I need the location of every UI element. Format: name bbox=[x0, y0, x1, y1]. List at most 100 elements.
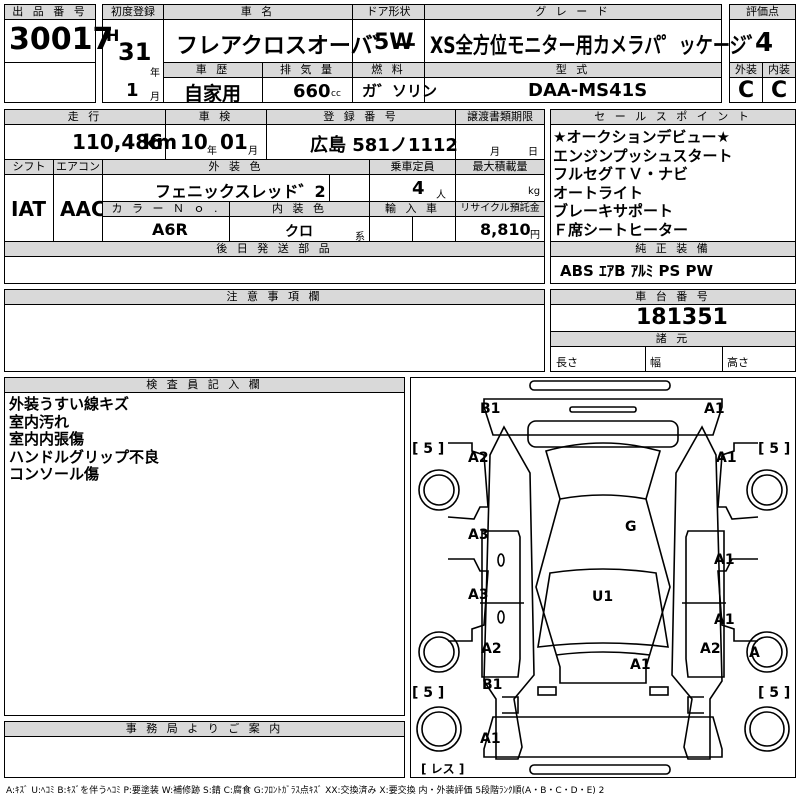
spare-tire: [ レス ] bbox=[421, 762, 465, 776]
year-unit: 年 bbox=[150, 68, 160, 79]
plate-number: 広島 581ノ1112 bbox=[310, 135, 458, 156]
car-body-diagram bbox=[416, 380, 790, 775]
interior-color: クロ bbox=[285, 224, 313, 240]
exterior-color: フェニックスレッド゛2 bbox=[155, 182, 326, 201]
sales-point: ブレーキサポート bbox=[553, 202, 674, 220]
shift-label: シフト bbox=[4, 159, 54, 175]
damage-mark: A1 bbox=[714, 552, 735, 568]
exterior-grade: C bbox=[738, 78, 755, 103]
damage-mark: A3 bbox=[468, 587, 489, 603]
mileage-unit: km bbox=[143, 130, 178, 154]
grade-text: XS全方位モニター用カメラパ゜ッケージ゛ bbox=[430, 34, 764, 59]
model-label: 型 式 bbox=[424, 62, 722, 78]
exterior-color-extra-cell bbox=[329, 174, 370, 202]
transfer-month-unit: 月 bbox=[490, 147, 500, 158]
specs-label: 諸 元 bbox=[550, 331, 796, 347]
inspection-month-unit: 月 bbox=[248, 146, 258, 157]
history-label: 車 歴 bbox=[163, 62, 263, 78]
equipment-label: 純 正 装 備 bbox=[550, 241, 796, 257]
later-shipped-parts-box bbox=[4, 256, 545, 284]
car-name-label: 車 名 bbox=[163, 4, 353, 20]
registration-month: 1 bbox=[126, 80, 139, 101]
damage-mark: A1 bbox=[630, 657, 651, 673]
lot-number-label: 出 品 番 号 bbox=[4, 4, 96, 20]
sales-points-list: ★オークションデビュー★ エンジンプッシュスタート フルセグＴＶ・ナビ オートラ… bbox=[553, 128, 733, 239]
month-unit: 月 bbox=[150, 92, 160, 103]
mileage: 110,486 bbox=[72, 130, 164, 154]
width-label: 幅 bbox=[650, 356, 661, 369]
fuel-label: 燃 料 bbox=[352, 62, 425, 78]
registration-year: 31 bbox=[118, 38, 152, 66]
height-cell bbox=[722, 346, 796, 372]
sales-point: Ｆ席シートヒーター bbox=[553, 220, 689, 239]
inspector-comment: 室内汚れ bbox=[9, 412, 70, 431]
chassis-number: 181351 bbox=[636, 305, 728, 330]
lot-number: 30017 bbox=[9, 22, 114, 57]
length-label: 長さ bbox=[556, 356, 578, 369]
import-cell-a bbox=[369, 216, 413, 242]
office-notice-box bbox=[4, 736, 405, 778]
door-label: ドア形状 bbox=[352, 4, 425, 20]
door-type: 5W bbox=[374, 30, 414, 55]
later-shipped-parts-label: 後 日 発 送 部 品 bbox=[4, 241, 545, 257]
lot-blank-cell bbox=[4, 62, 96, 103]
inspection-month: 01 bbox=[220, 130, 248, 154]
capacity: 4 bbox=[412, 178, 425, 199]
max-load-unit: kg bbox=[528, 186, 541, 197]
era: H bbox=[106, 26, 120, 45]
damage-mark: A bbox=[749, 645, 760, 661]
inspector-label: 検 査 員 記 入 欄 bbox=[4, 377, 405, 393]
grade-label: グ レ ー ド bbox=[424, 4, 722, 20]
damage-mark: A2 bbox=[481, 641, 502, 657]
equipment-box bbox=[550, 256, 796, 284]
capacity-unit: 人 bbox=[436, 190, 446, 201]
damage-mark: B1 bbox=[482, 677, 503, 693]
inspector-comment: 外装うすい線キズ bbox=[9, 395, 130, 413]
exterior-grade-label: 外装 bbox=[729, 62, 763, 78]
tire-left-rear: [ 5 ] bbox=[412, 685, 445, 701]
damage-mark: A1 bbox=[480, 731, 501, 747]
damage-mark: A3 bbox=[468, 527, 489, 543]
color-number-label: カ ラ ー Ｎ ｏ . bbox=[102, 201, 230, 217]
import-cell-b bbox=[412, 216, 456, 242]
displacement: 660 bbox=[293, 81, 331, 102]
displacement-unit: cc bbox=[331, 89, 341, 99]
air-conditioner: AAC bbox=[60, 197, 106, 221]
sales-point: フルセグＴＶ・ナビ bbox=[553, 165, 689, 183]
tire-right-rear: [ 5 ] bbox=[758, 685, 791, 701]
office-notice-label: 事 務 局 よ り ご 案 内 bbox=[4, 721, 405, 737]
legend: A:ｷｽﾞ U:ﾍｺﾐ B:ｷｽﾞを伴うﾍｺﾐ P:要塗装 W:補修跡 S:錆 … bbox=[6, 786, 605, 796]
interior-grade-label: 内装 bbox=[762, 62, 796, 78]
caution-label: 注 意 事 項 欄 bbox=[4, 289, 545, 305]
history: 自家用 bbox=[184, 83, 242, 105]
transfer-deadline-label: 譲渡書類期限 bbox=[455, 109, 545, 125]
damage-mark: A1 bbox=[704, 401, 725, 417]
inspection-label: 車 検 bbox=[165, 109, 267, 125]
recycle-fee: 8,810 bbox=[480, 220, 531, 239]
damage-mark: A2 bbox=[468, 450, 489, 466]
height-label: 高さ bbox=[727, 356, 749, 369]
score: 4 bbox=[755, 28, 774, 58]
displacement-label: 排 気 量 bbox=[262, 62, 353, 78]
sales-point: ★オークションデビュー★ bbox=[553, 128, 730, 146]
sales-points-label: セ ー ル ス ポ イ ン ト bbox=[550, 109, 796, 125]
car-diagram-frame bbox=[410, 377, 796, 778]
tire-left-front: [ 5 ] bbox=[412, 441, 445, 457]
inspector-comment: コンソール傷 bbox=[9, 465, 100, 483]
shift: IAT bbox=[11, 197, 47, 221]
grade: XS全方位モニター用カメラパ゜ッケージ゛ bbox=[430, 28, 800, 60]
car-name: フレアクロスオーバ゛ー bbox=[176, 34, 417, 59]
equipment: ABS ｴｱB ｱﾙﾐ PS PW bbox=[560, 262, 714, 280]
capacity-label: 乗車定員 bbox=[369, 159, 456, 175]
interior-grade: C bbox=[771, 78, 788, 103]
damage-mark: B1 bbox=[480, 401, 501, 417]
ac-label: エアコン bbox=[53, 159, 103, 175]
color-number: A6R bbox=[152, 220, 188, 239]
inspector-comment: ハンドルグリップ不良 bbox=[9, 447, 160, 466]
inspector-comments: 外装うすい線キズ 室内汚れ 室内内張傷 ハンドルグリップ不良 コンソール傷 bbox=[9, 395, 160, 484]
interior-color-unit: 系 bbox=[355, 232, 365, 243]
first-registration-label: 初度登録 bbox=[102, 4, 164, 20]
import-label: 輸 入 車 bbox=[369, 201, 456, 217]
interior-grade-cell bbox=[762, 77, 796, 103]
damage-mark: G bbox=[625, 519, 637, 535]
